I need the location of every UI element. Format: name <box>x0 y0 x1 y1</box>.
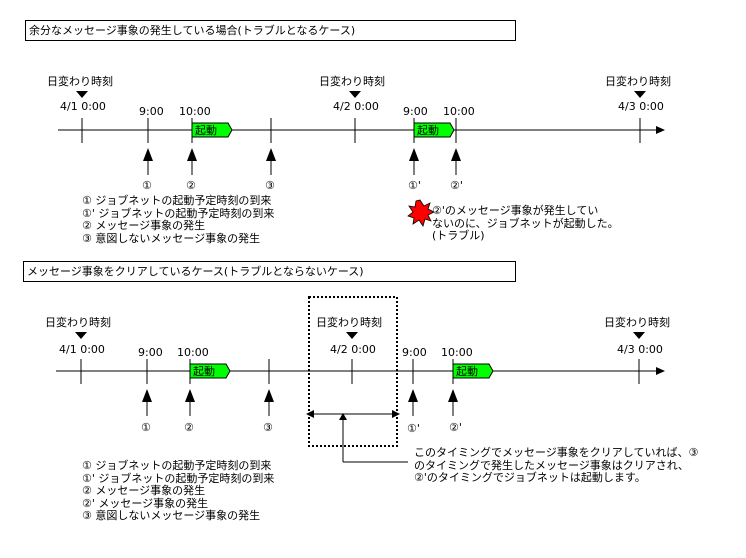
day-change-label: 日変わり時刻 <box>47 75 113 88</box>
day-change-marker <box>75 332 87 339</box>
day-change-label: 日変わり時刻 <box>604 316 670 329</box>
marker-2: ② <box>184 421 194 434</box>
day-change-label: 日変わり時刻 <box>316 316 382 329</box>
clear-timing-box <box>308 296 398 447</box>
start-box <box>452 363 494 379</box>
event-arrow <box>185 389 195 416</box>
trouble-burst-icon <box>407 199 435 227</box>
event-arrow <box>451 148 461 175</box>
day-change-label: 日変わり時刻 <box>605 75 671 88</box>
trouble-note-line: ②'のメッセージ事象が発生してい <box>432 204 599 217</box>
day-change-marker <box>634 91 646 98</box>
tick-label: 10:00 <box>441 346 473 359</box>
tick-label: 4/2 0:00 <box>333 100 379 113</box>
diagram2-title: メッセージ事象をクリアしているケース(トラブルとならないケース) <box>23 261 516 282</box>
legend-item: ② メッセージ事象の発生 <box>82 484 206 497</box>
diagram1-title: 余分なメッセージ事象の発生している場合(トラブルとなるケース) <box>25 20 516 41</box>
marker-1: ① <box>141 421 151 434</box>
clear-span-arrowhead-left <box>306 410 314 418</box>
marker-2-prime: ②' <box>450 179 463 192</box>
legend-item: ③ 意図しないメッセージ事象の発生 <box>82 231 261 245</box>
event-arrow <box>408 389 418 416</box>
tick-label: 10:00 <box>179 105 211 118</box>
marker-2-prime: ②' <box>449 421 462 434</box>
start-box <box>189 363 231 379</box>
marker-1: ① <box>142 179 152 192</box>
legend-item: ② メッセージ事象の発生 <box>82 219 206 232</box>
tick-label: 9:00 <box>138 346 163 359</box>
tick-label: 9:00 <box>402 346 427 359</box>
legend-item: ① ジョブネットの起動予定時刻の到来 <box>82 194 272 207</box>
day-change-marker <box>633 332 645 339</box>
start-box <box>413 122 455 138</box>
day-change-marker <box>346 332 358 339</box>
marker-3: ③ <box>265 179 275 192</box>
event-arrow <box>266 148 276 175</box>
axis-arrowhead <box>656 367 665 375</box>
start-label: 起動 <box>195 124 217 137</box>
tick-label: 4/1 0:00 <box>60 100 106 113</box>
tick-label: 10:00 <box>443 105 475 118</box>
clear-span-arrowhead-right <box>392 410 400 418</box>
clear-note: このタイミングでメッセージ事象をクリアしていれば、③ のタイミングで発生したメッ… <box>414 446 699 485</box>
marker-1-prime: ①' <box>407 422 420 435</box>
day-change-marker <box>76 91 88 98</box>
marker-3: ③ <box>263 421 273 434</box>
day-change-marker <box>349 91 361 98</box>
start-label: 起動 <box>193 365 215 378</box>
clear-note-line: このタイミングでメッセージ事象をクリアしていれば、③ <box>414 446 699 459</box>
start-label: 起動 <box>417 124 439 137</box>
tick-label: 10:00 <box>177 346 209 359</box>
event-arrow <box>264 389 274 416</box>
clear-note-line: ②'のタイミングでジョブネットは起動します。 <box>414 471 646 484</box>
legend-item: ③ 意図しないメッセージ事象の発生 <box>82 509 261 522</box>
diagram1-legend: ① ジョブネットの起動予定時刻の到来 ①' ジョブネットの起動予定時刻の到来 ②… <box>82 194 275 245</box>
tick-label: 4/1 0:00 <box>59 343 105 356</box>
trouble-note-line: ないのに、ジョブネットが起動した。 <box>432 216 619 230</box>
clear-note-line: のタイミングで発生したメッセージ事象はクリアされ、 <box>414 458 689 472</box>
tick-label: 9:00 <box>403 105 428 118</box>
event-arrow <box>187 148 197 175</box>
day-change-label: 日変わり時刻 <box>45 316 111 329</box>
legend-item: ①' ジョブネットの起動予定時刻の到来 <box>82 206 275 220</box>
start-label: 起動 <box>456 365 478 378</box>
legend-item: ① ジョブネットの起動予定時刻の到来 <box>82 459 272 472</box>
axis-arrowhead <box>656 126 665 134</box>
legend-item: ①' ジョブネットの起動予定時刻の到来 <box>82 471 275 485</box>
day-change-label: 日変わり時刻 <box>319 75 385 88</box>
tick-label: 4/3 0:00 <box>618 100 664 113</box>
marker-1-prime: ①' <box>408 179 421 192</box>
event-arrow <box>143 148 153 175</box>
marker-2: ② <box>186 179 196 192</box>
event-arrow <box>409 148 419 175</box>
tick-label: 4/2 0:00 <box>330 343 376 356</box>
legend-item: ②' メッセージ事象の発生 <box>82 496 209 510</box>
callout-arrowhead <box>339 413 347 420</box>
tick-label: 9:00 <box>139 105 164 118</box>
diagram2-legend: ① ジョブネットの起動予定時刻の到来 ①' ジョブネットの起動予定時刻の到来 ②… <box>82 459 275 523</box>
event-arrow <box>448 389 458 416</box>
trouble-note: ②'のメッセージ事象が発生してい ないのに、ジョブネットが起動した。 (トラブル… <box>432 204 619 243</box>
event-arrow <box>142 389 152 416</box>
trouble-note-line: (トラブル) <box>432 229 485 242</box>
tick-label: 4/3 0:00 <box>617 343 663 356</box>
start-box <box>191 122 233 138</box>
